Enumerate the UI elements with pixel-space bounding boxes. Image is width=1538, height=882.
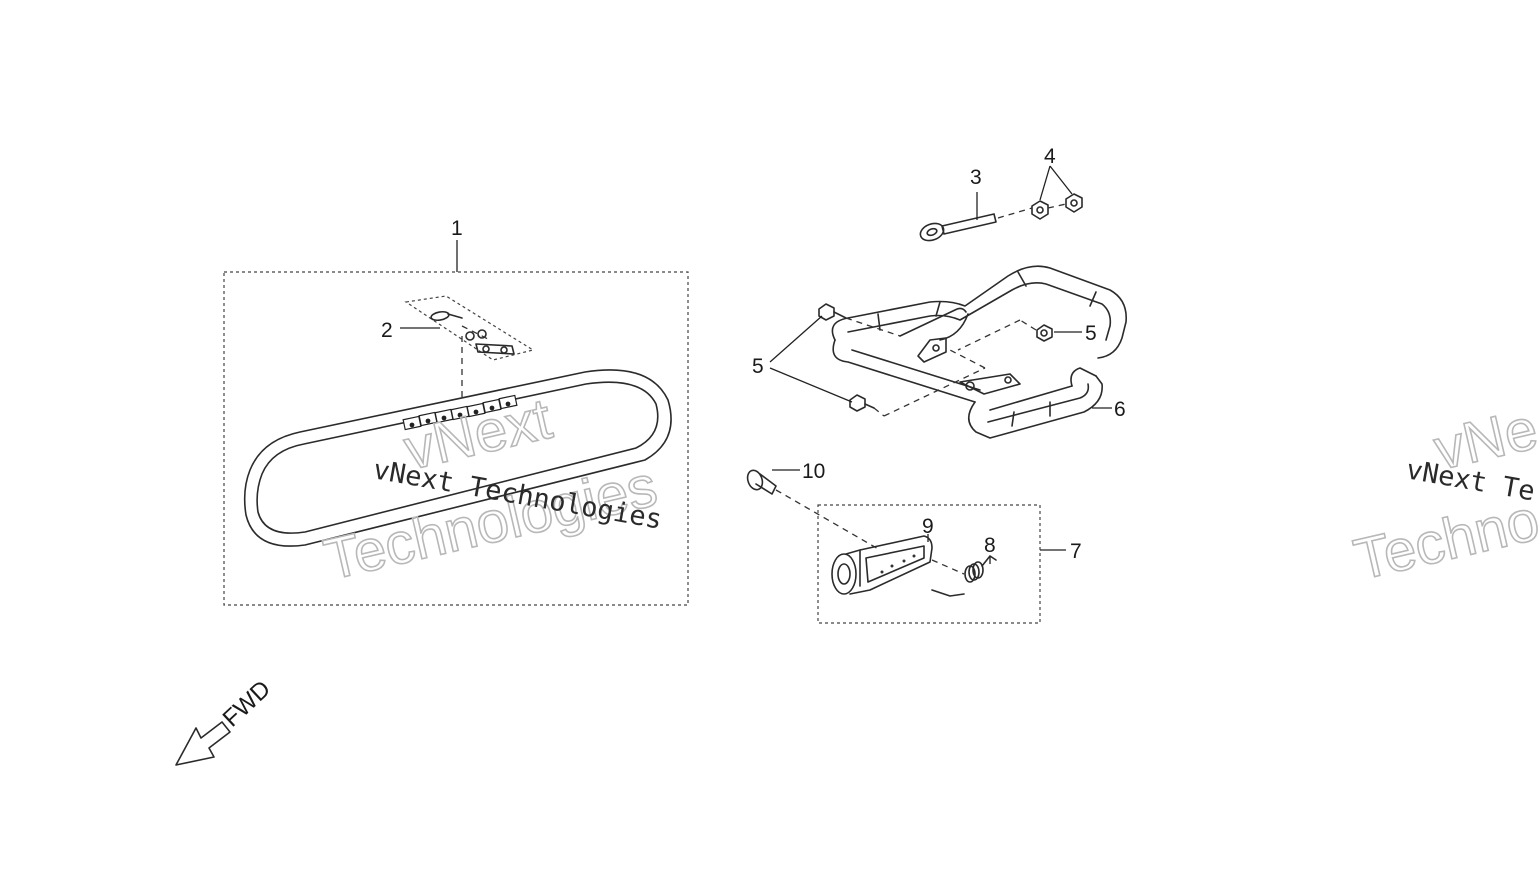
callout-7: 7 xyxy=(1070,540,1082,563)
callout-2: 2 xyxy=(381,319,393,342)
pivot-bolt xyxy=(746,469,777,495)
fwd-label: FWD xyxy=(218,675,276,732)
tubular-frame xyxy=(831,265,1127,439)
chain-kit-group-box xyxy=(223,271,689,606)
pedal-arm xyxy=(831,535,933,595)
watermark-right: vNe Techno vNext Te xyxy=(1348,395,1538,593)
pedal-kit-group-box xyxy=(817,504,1041,624)
forward-arrow: FWD xyxy=(175,675,276,766)
torsion-spring xyxy=(931,555,997,597)
callout-3: 3 xyxy=(970,166,982,189)
callout-1: 1 xyxy=(451,217,463,240)
callout-6: 6 xyxy=(1114,398,1126,421)
callout-5-right: 5 xyxy=(1085,322,1097,345)
nuts xyxy=(1031,193,1083,220)
eye-bolt xyxy=(919,213,997,242)
drive-chain xyxy=(243,369,672,547)
callout-8: 8 xyxy=(984,534,996,557)
master-link xyxy=(404,295,535,361)
callout-4: 4 xyxy=(1044,145,1056,168)
callout-5-left: 5 xyxy=(752,355,764,378)
frame-bolts xyxy=(818,303,1053,417)
callout-9: 9 xyxy=(922,515,934,538)
callout-10: 10 xyxy=(802,460,825,483)
